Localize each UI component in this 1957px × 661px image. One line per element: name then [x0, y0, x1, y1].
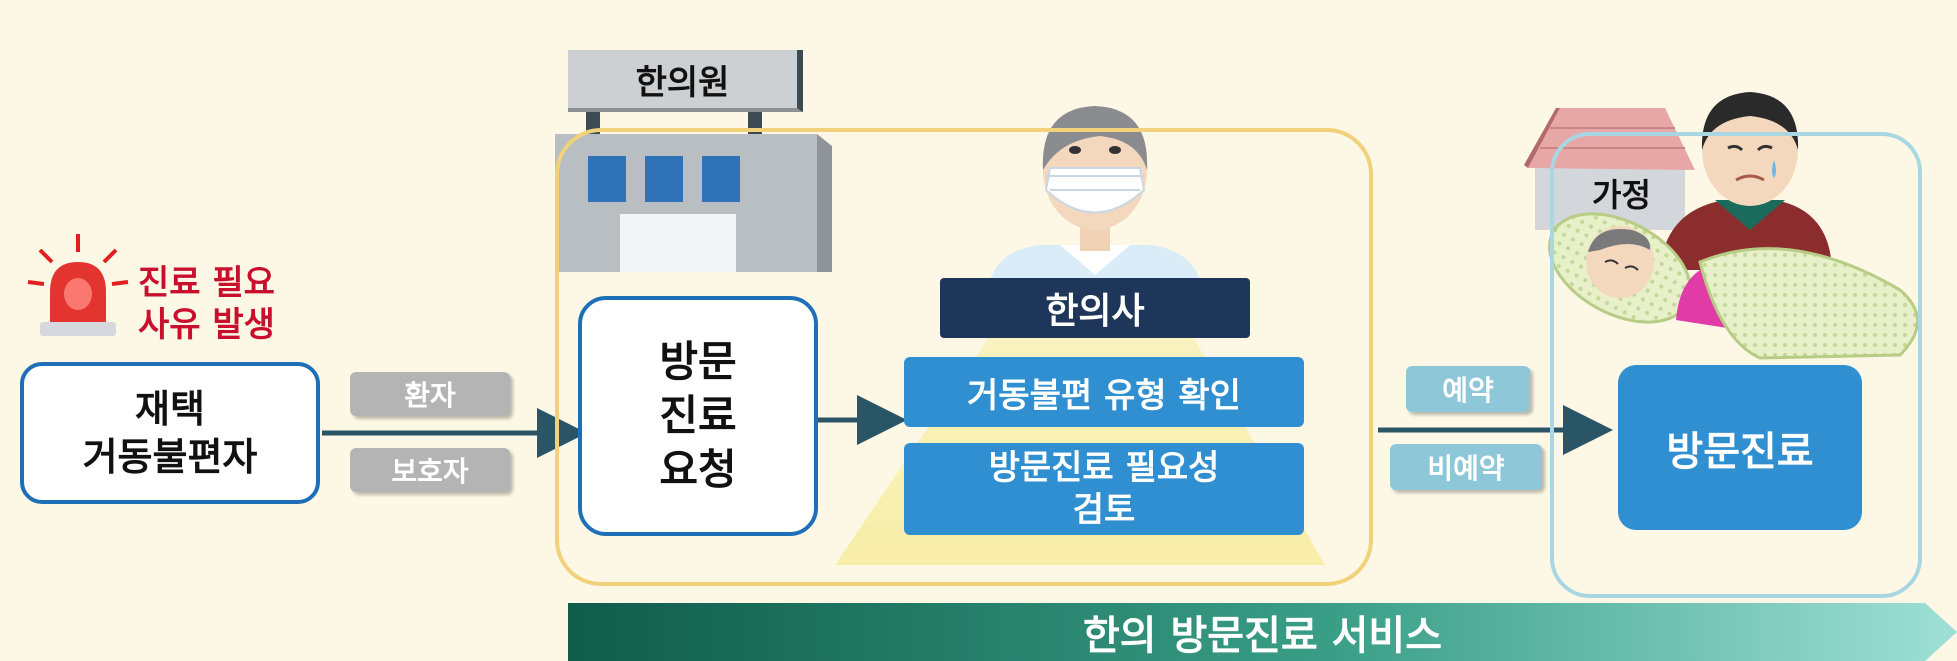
alert-label: 진료 필요 사유 발생 [138, 262, 275, 346]
siren-icon [27, 234, 129, 336]
home-sign: 가정 [1592, 176, 1651, 214]
booking-tag-reserved: 예약 [1406, 366, 1530, 412]
doctor-icon [990, 106, 1200, 280]
home-visit-care-box: 방문진료 [1618, 365, 1862, 530]
booking-tag-walkin: 비예약 [1390, 444, 1542, 490]
task2-line-1: 방문진료 필요성 [988, 448, 1220, 488]
mobility-type-check-box: 거동불편 유형 확인 [904, 357, 1304, 427]
sick-elder-icon [1548, 212, 1919, 360]
patient-line-2: 거동불편자 [82, 435, 258, 479]
alert-line-1: 진료 필요 [138, 263, 275, 303]
requester-tag-guardian: 보호자 [350, 448, 510, 492]
visit-need-review-box: 방문진료 필요성 검토 [904, 443, 1304, 535]
visit-request-box: 방문 진료 요청 [578, 296, 818, 536]
requester-tag-patient: 환자 [350, 372, 510, 416]
clinic-frame [555, 128, 1373, 586]
task2-line-2: 검토 [1072, 490, 1136, 530]
request-line-2: 진료 [659, 391, 737, 440]
patient-line-1: 재택 [135, 387, 205, 431]
home-bound-patient-box: 재택 거동불편자 [20, 362, 320, 504]
service-banner-shape [568, 603, 1957, 661]
request-line-1: 방문 [659, 337, 737, 386]
clinic-sign: 한의원 [568, 50, 803, 112]
home-frame [1550, 132, 1922, 598]
service-banner-label: 한의 방문진료 서비스 [1082, 613, 1443, 659]
doctor-label: 한의사 [940, 278, 1250, 338]
alert-line-2: 사유 발생 [138, 305, 275, 345]
request-line-3: 요청 [659, 445, 737, 494]
